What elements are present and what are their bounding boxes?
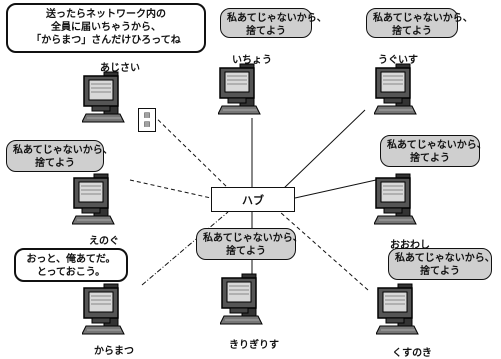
computer-icon (72, 173, 115, 225)
host-name-icho: いちょう (232, 55, 272, 66)
computer-uguisu (374, 62, 440, 122)
sender-speech-bubble: 送ったらネットワーク内の 全員に届いちゃうから、 「からまつ」さんだけひろってね (6, 3, 206, 53)
computer-icon (220, 273, 263, 325)
computer-icon (374, 63, 417, 115)
receiver-speech-bubble: おっと、俺あてだ。 とっておこう。 (14, 248, 128, 282)
reject-message-line-1: 私あてじゃないから、 (373, 13, 473, 24)
speech-bubble-enoki: 私あてじゃないから、 捨てよう (6, 140, 113, 172)
host-name-kusunoki: くすのき (392, 348, 432, 359)
reject-message-line-1: 私あてじゃないから、 (395, 253, 495, 264)
computer-icon (374, 173, 417, 225)
speech-bubble-kusunoki: 私あてじゃないから、 捨てよう (388, 248, 495, 280)
link-enoki (129, 179, 212, 199)
reject-message-line-2: 捨てよう (35, 158, 75, 169)
reject-message-line-2: 捨てよう (410, 153, 450, 164)
receiver-message-line-1: おっと、俺あてだ。 (26, 254, 116, 265)
reject-message-line-2: 捨てよう (246, 26, 286, 37)
computer-ajisai (82, 70, 148, 130)
computer-icon (376, 283, 419, 335)
computer-icon (82, 283, 125, 335)
computer-icon (218, 63, 261, 115)
link-owashi (294, 179, 377, 199)
link-ajisai (147, 109, 231, 191)
sender-message-line-2: 全員に届いちゃうから、 (51, 22, 161, 33)
host-name-enoki: えのぐ (89, 236, 119, 247)
sender-message-line-3: 「からまつ」さんだけひろってね (31, 35, 181, 46)
host-name-owashi: おおわし (390, 240, 430, 251)
computer-owashi (374, 172, 440, 232)
host-name-uguisu: うぐいす (378, 55, 418, 66)
sender-message-line-1: 送ったらネットワーク内の (46, 9, 166, 20)
reject-message-line-2: 捨てよう (226, 246, 266, 257)
link-karamatsu (141, 211, 229, 286)
computer-icho (218, 62, 284, 122)
packet-icon: ▤▤ (138, 108, 156, 132)
host-name-ajisai: あじさい (100, 63, 140, 74)
link-uguisu (281, 109, 366, 191)
receiver-message-line-2: とっておこう。 (36, 267, 106, 278)
reject-message-line-2: 捨てよう (392, 26, 432, 37)
reject-message-line-1: 私あてじゃないから、 (227, 13, 327, 24)
host-name-karamatsu: からまつ (94, 346, 134, 357)
speech-bubble-kirigirisu: 私あてじゃないから、 捨てよう (196, 228, 303, 260)
speech-bubble-icho: 私あてじゃないから、 捨てよう (220, 8, 327, 38)
reject-message-line-2: 捨てよう (420, 266, 460, 277)
speech-bubble-uguisu: 私あてじゃないから、 捨てよう (366, 8, 473, 38)
computer-kusunoki (376, 282, 442, 342)
reject-message-line-1: 私あてじゃないから、 (13, 145, 113, 156)
reject-message-line-1: 私あてじゃないから、 (387, 140, 487, 151)
hub-label: ハブ (242, 193, 264, 207)
hub-box: ハブ (211, 187, 295, 212)
computer-kirigirisu (220, 272, 286, 332)
computer-enoki (72, 172, 138, 232)
computer-karamatsu (82, 282, 148, 342)
reject-message-line-1: 私あてじゃないから、 (203, 233, 303, 244)
computer-icon (82, 71, 125, 123)
host-name-kirigirisu: きりぎりす (229, 340, 279, 351)
link-kusunoki (279, 211, 369, 291)
speech-bubble-owashi: 私あてじゃないから、 捨てよう (380, 135, 487, 167)
